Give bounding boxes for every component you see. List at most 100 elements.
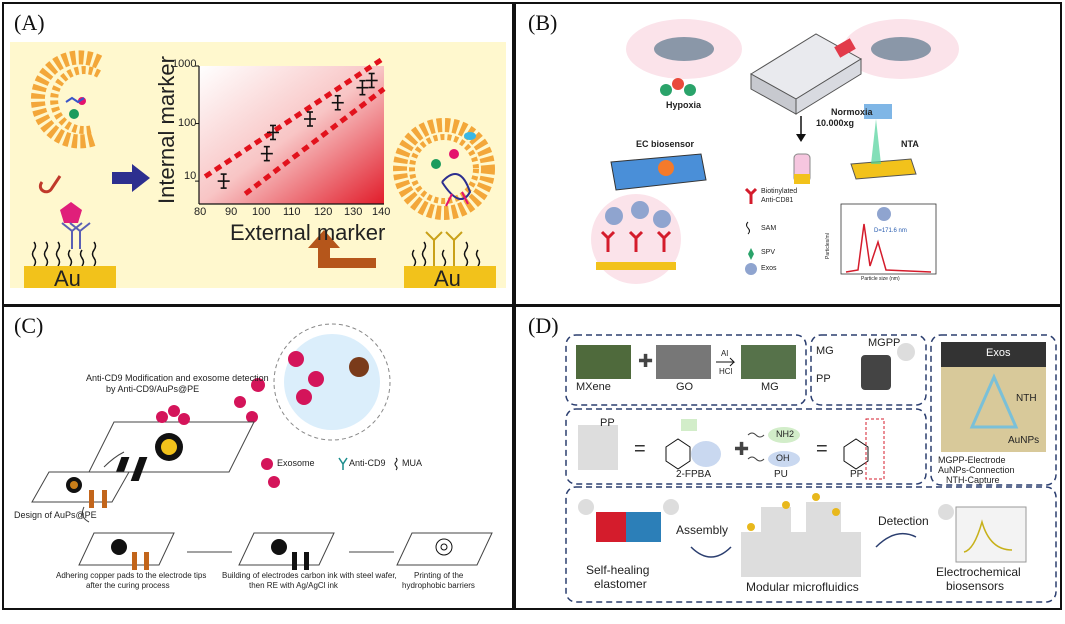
arrow-copper-to-design [81, 506, 90, 523]
assembly-arrow [690, 546, 732, 558]
cl-atom-1 [660, 84, 672, 96]
application-box [565, 486, 1057, 603]
pp-ring-icon [843, 438, 869, 470]
detection-title-2: by Anti-CD9/AuPs@PE [106, 384, 200, 394]
sam-right-icon [411, 241, 481, 267]
copper-step-1: Adhering copper pads to the electrode ti… [56, 571, 207, 580]
panel-b-label: (B) [528, 10, 558, 35]
nta-label: NTA [901, 139, 919, 149]
y-tick-10: 10 [184, 170, 197, 182]
build-step-2: then RE with Ag/AgCl ink [249, 581, 338, 590]
chart-plot-area [199, 66, 384, 204]
svg-text:=: = [816, 438, 828, 460]
pp-right-label: PP [850, 469, 864, 480]
pu-label: PU [774, 469, 788, 480]
hist-xlabel: Particle size (nm) [861, 276, 900, 282]
hcl-label: HCl [719, 367, 733, 376]
nth-box [930, 334, 1057, 486]
mxene-label: MXene [576, 381, 611, 393]
legend-exos: Exos [761, 265, 777, 272]
oh-label: OH [776, 453, 790, 463]
electro-2: biosensors [946, 579, 1005, 593]
legend-exosome-icon [261, 458, 273, 470]
x-tick-100: 100 [252, 206, 271, 218]
panel-c-label: (C) [14, 313, 44, 338]
legend-biotin-2: Anti-CD81 [761, 197, 794, 204]
x-tick-90: 90 [225, 206, 238, 218]
arrow-mx-to-mg [716, 357, 736, 367]
y-tick-100: 100 [178, 117, 197, 129]
data-point [217, 173, 230, 189]
nth-label: NTH [1016, 393, 1037, 404]
gold-label-right: Au [434, 266, 461, 291]
design-label: Design of AuPs@PE [14, 510, 97, 520]
worker-icon [897, 343, 915, 361]
aunps-label: AuNPs [1008, 435, 1040, 446]
clip-icon [38, 175, 62, 194]
nh2-label: NH2 [776, 429, 795, 439]
pp-top-label: PP [816, 373, 831, 385]
connect-2-label: AuNPs-Connection [938, 465, 1015, 475]
puzzle-piece-icon [861, 355, 891, 390]
sam-icon [746, 221, 750, 235]
ec-biosensor-label: EC biosensor [636, 139, 695, 149]
legend-biotin-1: Biotinylated [761, 188, 798, 195]
copper-step-2: after the curing process [86, 581, 170, 590]
barrier-sheet [396, 532, 493, 566]
mg-label: MG [761, 381, 779, 393]
blue-puzzle-icon [626, 512, 661, 542]
cl-atom-2 [684, 84, 696, 96]
chart-x-label: External marker [230, 220, 386, 245]
mgpp-label: MGPP [868, 337, 901, 349]
exos-label: Exos [986, 347, 1011, 359]
assembly-label: Assembly [676, 523, 729, 537]
data-point [356, 79, 369, 96]
gold-electrode-right [404, 266, 496, 288]
legend-spv: SPV [761, 249, 776, 256]
mg-label-2: MG [816, 345, 834, 357]
right-arrow-icon [112, 164, 150, 192]
panel-a-illustration [24, 50, 496, 288]
pp-box [565, 408, 927, 485]
panel-c-illustration [31, 323, 493, 570]
print-step-1: Printing of the [414, 571, 464, 580]
self-healing-1: Self-healing [586, 563, 650, 577]
legend-mua-icon [394, 457, 398, 471]
scientist-icon [938, 504, 954, 520]
x-tick-130: 130 [344, 206, 363, 218]
fpba-ring-icon [665, 438, 691, 470]
x-tick-140: 140 [372, 206, 391, 218]
gold-electrode-left [24, 266, 116, 288]
legend-mua: MUA [402, 458, 422, 468]
cell-inner-icon [284, 334, 380, 430]
antibody-icon [61, 222, 91, 249]
gold-label-left: Au [54, 266, 81, 291]
mg-block [741, 345, 796, 379]
self-healing-2: elastomer [594, 577, 647, 591]
legend-sam: SAM [761, 225, 777, 232]
spv-icon [748, 248, 754, 260]
panel-a: (A) [2, 2, 514, 306]
electro-1: Electrochemical [936, 565, 1021, 579]
closed-vesicle-icon [393, 118, 495, 220]
legend-anticd9: Anti-CD9 [349, 458, 386, 468]
panel-d-label: (D) [528, 313, 559, 338]
red-puzzle-icon [596, 512, 631, 542]
build-step-1: Building of electrodes carbon ink with s… [222, 571, 397, 580]
x-tick-110: 110 [283, 206, 301, 218]
detection-title-1: Anti-CD9 Modification and exosome detect… [86, 373, 269, 383]
culture-flask-icon [750, 33, 862, 115]
hist-ylabel: Particles/ml [825, 233, 831, 259]
size-label: D=171.6 nm [874, 228, 907, 234]
data-point [331, 94, 344, 111]
antigen-icon [60, 202, 82, 223]
arrow-design-to-detect [103, 451, 125, 468]
mxene-block [576, 345, 631, 379]
normoxia-cell-icon [871, 37, 931, 61]
detection-label: Detection [878, 514, 929, 528]
data-point [365, 72, 378, 89]
svg-text:✚: ✚ [734, 439, 749, 459]
pp-puzzle-icon [578, 425, 618, 470]
x-tick-80: 80 [194, 206, 207, 218]
spin-label: 10.000xg [816, 118, 855, 128]
